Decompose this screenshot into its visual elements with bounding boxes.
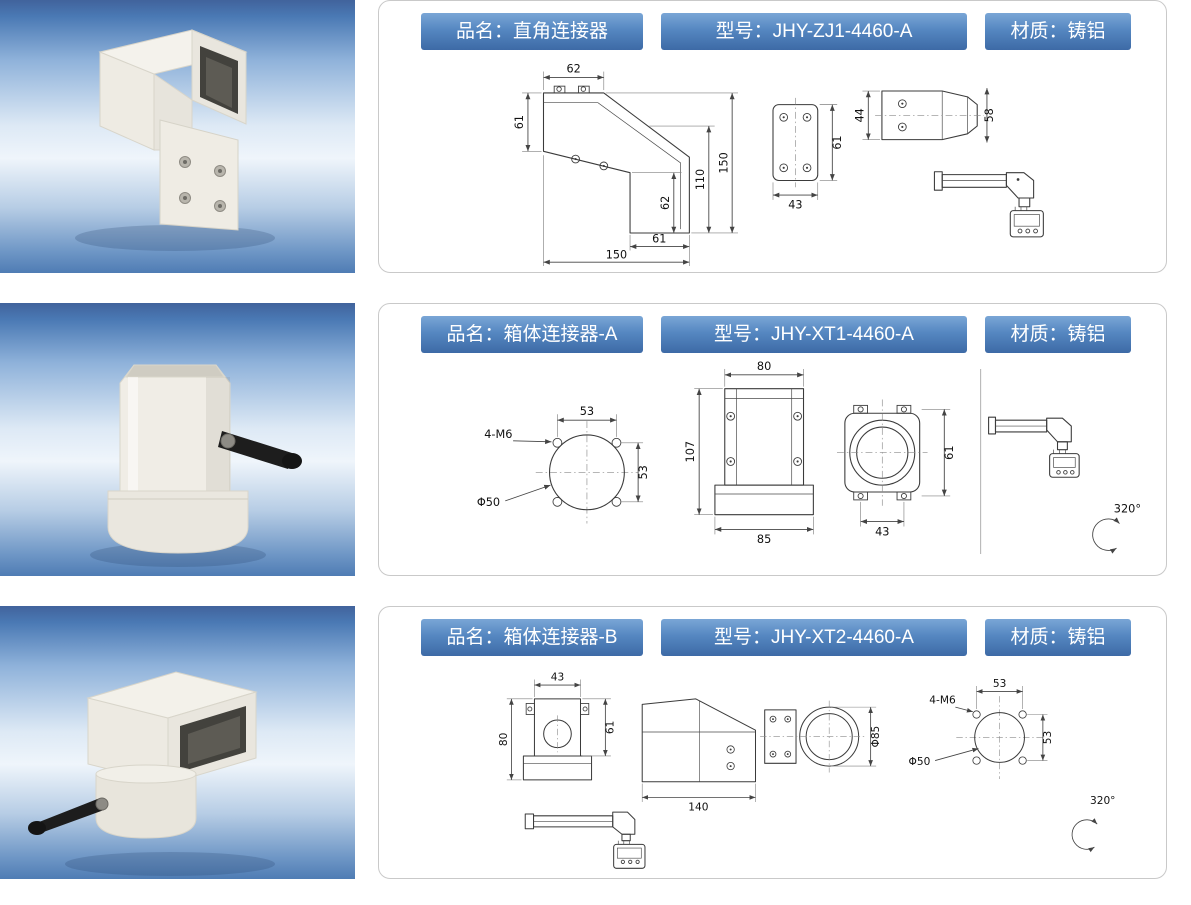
technical-drawing-box-connector-b: 43 61 80 140: [497, 671, 1115, 869]
product-photo-box-connector-a: [0, 303, 355, 576]
bolt-circle-view: 4-M6 Φ50 53 53: [476, 404, 649, 524]
label-bolt-note: 4-M6: [484, 427, 512, 441]
dim-bolt-spacing-h: 53: [579, 404, 593, 418]
product-model-badge: 型号：JHY-XT1-4460-A: [661, 316, 967, 353]
side-view: 140: [641, 698, 756, 813]
dim-side-width: 43: [788, 199, 802, 212]
dim-front-total-height: 80: [497, 732, 509, 746]
dim-top-view-right: 58: [982, 108, 995, 122]
swivel-angle: 320°: [1091, 502, 1141, 554]
product-material-badge: 材质：铸铝: [985, 619, 1131, 656]
dim-top-width: 62: [566, 63, 580, 76]
product-row-right-angle-connector: 品名：直角连接器 型号：JHY-ZJ1-4460-A 材质：铸铝: [0, 0, 1191, 273]
product-shadow: [75, 225, 275, 251]
front-view: 62 61 62 110 150 61: [513, 63, 738, 267]
side-view: 61 43: [771, 97, 844, 212]
product-row-box-connector-a: 品名：箱体连接器-A 型号：JHY-XT1-4460-A 材质：铸铝 4-M6: [0, 303, 1191, 576]
product-name-badge: 品名：箱体连接器-A: [421, 316, 643, 353]
dim-left-height: 61: [513, 115, 526, 129]
spec-panel-box-connector-a: 品名：箱体连接器-A 型号：JHY-XT1-4460-A 材质：铸铝 4-M6: [378, 303, 1167, 576]
label-swivel-angle: 320°: [1089, 795, 1114, 807]
elbow-connector-body: [86, 671, 258, 839]
product-model-badge: 型号：JHY-ZJ1-4460-A: [661, 13, 967, 50]
dim-base-width: 85: [756, 532, 770, 546]
product-photo-box-connector-b: [0, 606, 355, 879]
dim-clamp-width: 43: [875, 524, 889, 538]
clamp-lever: [28, 797, 109, 835]
front-view: 43 61 80: [497, 671, 616, 781]
product-material-badge: 材质：铸铝: [985, 13, 1131, 50]
bolt-circle-view: 4-M6 53 53 Φ50: [908, 678, 1054, 779]
product-row-box-connector-b: 品名：箱体连接器-B 型号：JHY-XT2-4460-A 材质：铸铝: [0, 606, 1191, 879]
clamp-lever: [218, 431, 302, 469]
dim-clamp-dia: Φ85: [869, 726, 881, 748]
product-name-badge: 品名：箱体连接器-B: [421, 619, 643, 656]
product-material-badge: 材质：铸铝: [985, 316, 1131, 353]
mounting-arm-view: [524, 811, 645, 869]
dim-inner-height: 62: [658, 196, 671, 210]
dim-front-right-height: 61: [604, 721, 616, 734]
spec-badges: 品名：箱体连接器-B 型号：JHY-XT2-4460-A 材质：铸铝: [379, 607, 1166, 656]
label-swivel-angle: 320°: [1113, 502, 1140, 516]
box-connector-b-illustration: [28, 671, 275, 876]
box-connector-body: [107, 364, 249, 554]
box-connector-a-illustration: [90, 364, 302, 567]
dim-bolt-spacing-h: 53: [992, 678, 1005, 690]
dim-bottom-width: 61: [652, 233, 666, 246]
product-shadow: [65, 852, 275, 876]
dim-clamp-height: 61: [942, 445, 956, 459]
clamp-view: 61 43: [836, 399, 956, 538]
mounting-arm-view: [933, 171, 1044, 238]
dim-side-length: 140: [688, 801, 708, 813]
dim-front-height: 107: [683, 441, 697, 463]
technical-drawing-box-connector-a: 4-M6 Φ50 53 53: [476, 359, 1141, 555]
label-bolt-note: 4-M6: [929, 694, 956, 706]
elbow-connector-body: [98, 29, 248, 231]
dim-bolt-spacing-v: 53: [635, 465, 649, 479]
dim-bolt-spacing-v: 53: [1042, 731, 1054, 744]
product-photo-right-angle-connector: [0, 0, 355, 273]
dim-mid-height: 110: [693, 169, 706, 190]
top-view: 44 58: [853, 88, 995, 143]
product-model-badge: 型号：JHY-XT2-4460-A: [661, 619, 967, 656]
mounting-arm-view: [987, 416, 1080, 478]
dim-total-width: 150: [605, 248, 626, 261]
dim-total-height: 150: [717, 152, 730, 173]
label-bolt-circle-dia: Φ50: [908, 756, 930, 768]
spec-badges: 品名：箱体连接器-A 型号：JHY-XT1-4460-A 材质：铸铝: [379, 304, 1166, 353]
spec-panel-box-connector-b: 品名：箱体连接器-B 型号：JHY-XT2-4460-A 材质：铸铝: [378, 606, 1167, 879]
right-angle-connector-illustration: [75, 29, 275, 251]
dim-side-height: 61: [831, 135, 844, 149]
dim-front-top-width: 43: [550, 671, 563, 683]
product-name-badge: 品名：直角连接器: [421, 13, 643, 50]
spec-panel-right-angle-connector: 品名：直角连接器 型号：JHY-ZJ1-4460-A 材质：铸铝: [378, 0, 1167, 273]
dim-top-view-left: 44: [853, 108, 866, 122]
spec-badges: 品名：直角连接器 型号：JHY-ZJ1-4460-A 材质：铸铝: [379, 1, 1166, 50]
technical-drawing-right-angle-connector: 62 61 62 110 150 61: [513, 63, 1044, 267]
dim-front-width: 80: [756, 359, 770, 373]
swivel-angle: 320°: [1071, 795, 1115, 853]
front-view: 80 107 85: [683, 359, 814, 546]
mounting-screws: [179, 156, 226, 212]
label-bolt-circle-dia: Φ50: [476, 495, 499, 509]
clamp-side-view: Φ85: [759, 700, 881, 773]
